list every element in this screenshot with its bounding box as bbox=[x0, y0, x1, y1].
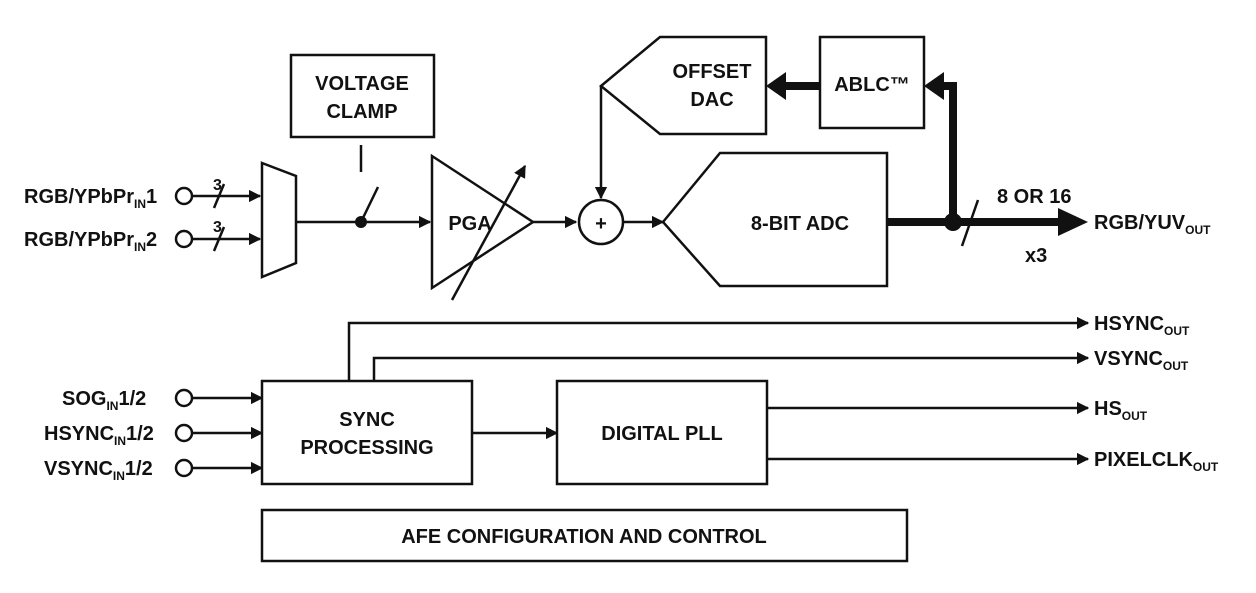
output-rgb-yuv-label: RGB/YUV bbox=[1094, 212, 1186, 234]
pga-gain-adjust-arrow bbox=[450, 164, 527, 301]
svg-text:RGB/YPbPrIN2: RGB/YPbPrIN2 bbox=[24, 229, 157, 254]
output-rgb-yuv-subscript: OUT bbox=[1185, 223, 1211, 237]
svg-text:PIXELCLKOUT: PIXELCLKOUT bbox=[1094, 449, 1219, 474]
svg-text:HSYNCOUT: HSYNCOUT bbox=[1094, 313, 1190, 338]
input-sog: SOGIN1/2 bbox=[62, 388, 264, 413]
input-vsync-suffix: 1/2 bbox=[125, 458, 153, 480]
output-hs-subscript: OUT bbox=[1122, 409, 1148, 423]
pga-amplifier bbox=[430, 153, 536, 291]
sync-processing-block bbox=[260, 379, 474, 486]
clamp-switch bbox=[359, 186, 380, 223]
svg-text:RGB/YUVOUT: RGB/YUVOUT bbox=[1094, 212, 1211, 237]
output-hs-label: HS bbox=[1094, 398, 1122, 420]
voltage-clamp-label-line2: CLAMP bbox=[326, 101, 397, 123]
output-bus-width: 8 OR 16 bbox=[997, 186, 1071, 208]
input-hsync: HSYNCIN1/2 bbox=[44, 423, 264, 448]
offset-dac-label-line1: OFFSET bbox=[673, 61, 752, 83]
hsync-out-wire bbox=[347, 316, 1090, 381]
output-bus-arrowhead bbox=[1058, 208, 1088, 236]
input-hsync-label: HSYNC bbox=[44, 423, 114, 445]
pga-label: PGA bbox=[448, 213, 491, 235]
svg-text:HSYNCIN1/2: HSYNCIN1/2 bbox=[44, 423, 154, 448]
afe-config-label: AFE CONFIGURATION AND CONTROL bbox=[401, 526, 767, 548]
input-2-subscript: IN bbox=[134, 240, 146, 254]
input-hsync-port bbox=[174, 423, 194, 443]
input-2-bus-slash bbox=[212, 226, 226, 252]
input-1-suffix: 1 bbox=[146, 186, 157, 208]
vsync-out-wire bbox=[372, 351, 1090, 381]
input-sog-port bbox=[174, 388, 194, 408]
adc-label: 8-BIT ADC bbox=[751, 213, 849, 235]
offset-dac-label-line2: DAC bbox=[690, 89, 733, 111]
input-vsync: VSYNCIN1/2 bbox=[44, 458, 264, 483]
input-rgb-ypbpr-2: RGB/YPbPrIN2 3 bbox=[24, 219, 262, 254]
output-vsync-label: VSYNC bbox=[1094, 348, 1163, 370]
svg-text:SOGIN1/2: SOGIN1/2 bbox=[62, 388, 146, 413]
sync-processing-label-line2: PROCESSING bbox=[300, 437, 433, 459]
ablc-feedback-bus bbox=[944, 82, 957, 222]
offset-dac-block bbox=[599, 35, 768, 136]
input-vsync-label: VSYNC bbox=[44, 458, 113, 480]
input-1-label: RGB/YPbPr bbox=[24, 186, 134, 208]
input-1-bus-width: 3 bbox=[213, 177, 222, 194]
digital-pll-block bbox=[555, 379, 769, 486]
output-hsync-label: HSYNC bbox=[1094, 313, 1164, 335]
input-2-bus-width: 3 bbox=[213, 219, 222, 236]
svg-text:VSYNCOUT: VSYNCOUT bbox=[1094, 348, 1189, 373]
input-vsync-port bbox=[174, 458, 194, 478]
sync-processing-label-line1: SYNC bbox=[339, 409, 395, 431]
ablc-block bbox=[818, 35, 926, 130]
output-hsync-subscript: OUT bbox=[1164, 324, 1190, 338]
digital-pll-label: DIGITAL PLL bbox=[601, 423, 722, 445]
input-2-suffix: 2 bbox=[146, 229, 157, 251]
summing-junction-sign: + bbox=[595, 213, 607, 235]
afe-config-block bbox=[260, 508, 909, 563]
ablc-to-dac-arrowhead bbox=[766, 72, 786, 100]
input-sog-suffix: 1/2 bbox=[118, 388, 146, 410]
input-1-bus-slash bbox=[212, 183, 226, 209]
ablc-feedback-arrowhead bbox=[924, 72, 944, 100]
output-bus-slash bbox=[960, 199, 980, 247]
input-1-port bbox=[174, 186, 194, 206]
input-hsync-subscript: IN bbox=[114, 434, 126, 448]
voltage-clamp-block bbox=[289, 53, 436, 139]
voltage-clamp-label-line1: VOLTAGE bbox=[315, 73, 409, 95]
output-pixelclk-subscript: OUT bbox=[1193, 460, 1219, 474]
svg-text:RGB/YPbPrIN1: RGB/YPbPrIN1 bbox=[24, 186, 157, 211]
input-2-port bbox=[174, 229, 194, 249]
output-bus-multiplier: x3 bbox=[1025, 245, 1047, 267]
svg-text:VSYNCIN1/2: VSYNCIN1/2 bbox=[44, 458, 153, 483]
input-vsync-subscript: IN bbox=[113, 469, 125, 483]
output-pixelclk-label: PIXELCLK bbox=[1094, 449, 1193, 471]
input-hsync-suffix: 1/2 bbox=[126, 423, 154, 445]
input-rgb-ypbpr-1: RGB/YPbPrIN1 3 bbox=[24, 177, 262, 211]
input-2-label: RGB/YPbPr bbox=[24, 229, 134, 251]
input-mux bbox=[260, 161, 298, 279]
input-1-subscript: IN bbox=[134, 197, 146, 211]
output-vsync-subscript: OUT bbox=[1163, 359, 1189, 373]
ablc-label: ABLC™ bbox=[834, 74, 910, 96]
input-sog-label: SOG bbox=[62, 388, 106, 410]
input-sog-subscript: IN bbox=[106, 399, 118, 413]
svg-text:HSOUT: HSOUT bbox=[1094, 398, 1148, 423]
